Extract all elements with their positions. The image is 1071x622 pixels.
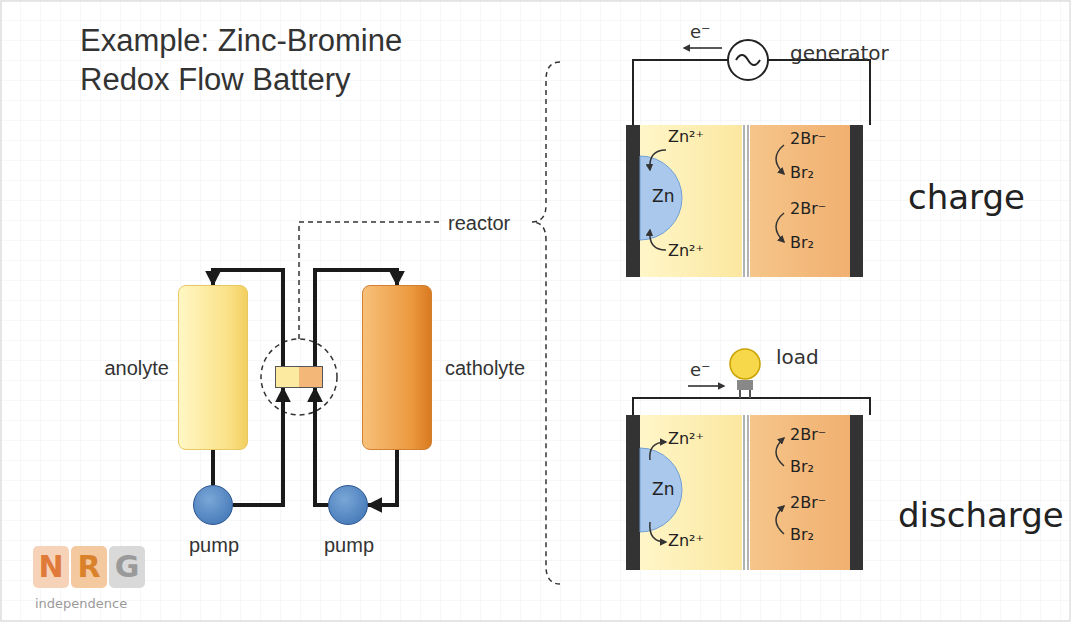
ion-label: Br₂: [790, 526, 814, 544]
reactor-highlight: [261, 339, 337, 415]
generator-label: generator: [790, 42, 889, 65]
title: Example: Zinc-Bromine Redox Flow Battery: [80, 22, 470, 100]
ion-label: Br₂: [790, 164, 814, 182]
ion-label: Zn²⁺: [668, 128, 704, 146]
reactor-cell: reactor: [275, 366, 323, 388]
charge-cell: [626, 40, 870, 277]
node-label: reactor: [448, 212, 510, 235]
logo-letter: N: [38, 550, 63, 585]
pump: pump: [193, 485, 233, 525]
node-label: pump: [324, 534, 374, 557]
ion-label: Zn²⁺: [668, 242, 704, 260]
node-label: anolyte: [105, 357, 170, 380]
logo-boxes: [33, 546, 145, 588]
node-label: pump: [189, 534, 239, 557]
metal-label: Zn: [652, 187, 674, 207]
ion-label: Zn²⁺: [668, 430, 704, 448]
electron-label: e⁻: [690, 360, 711, 381]
logo-letter: R: [77, 550, 100, 585]
logo-letter: G: [115, 550, 140, 585]
discharge-cell: [626, 349, 870, 570]
pump: pump: [328, 485, 368, 525]
pipe: [315, 388, 328, 505]
ion-label: 2Br⁻: [790, 494, 826, 512]
ion-label: Br₂: [790, 458, 814, 476]
electron-label: e⁻: [690, 22, 711, 43]
electrolyte-tank: anolyte: [178, 285, 248, 450]
state-label: discharge: [898, 496, 1064, 535]
ion-label: Zn²⁺: [668, 532, 704, 550]
bracket: [532, 62, 560, 584]
ion-label: 2Br⁻: [790, 426, 826, 444]
load-label: load: [776, 346, 819, 369]
metal-label: Zn: [652, 480, 674, 500]
pipe: [368, 450, 397, 505]
electrolyte-tank: catholyte: [362, 285, 432, 450]
node-label: catholyte: [445, 357, 525, 380]
ion-label: 2Br⁻: [790, 200, 826, 218]
state-label: charge: [908, 178, 1025, 217]
logo-text: independence: [35, 597, 127, 612]
ion-label: Br₂: [790, 234, 814, 252]
ion-label: 2Br⁻: [790, 130, 826, 148]
pipe: [211, 450, 215, 485]
